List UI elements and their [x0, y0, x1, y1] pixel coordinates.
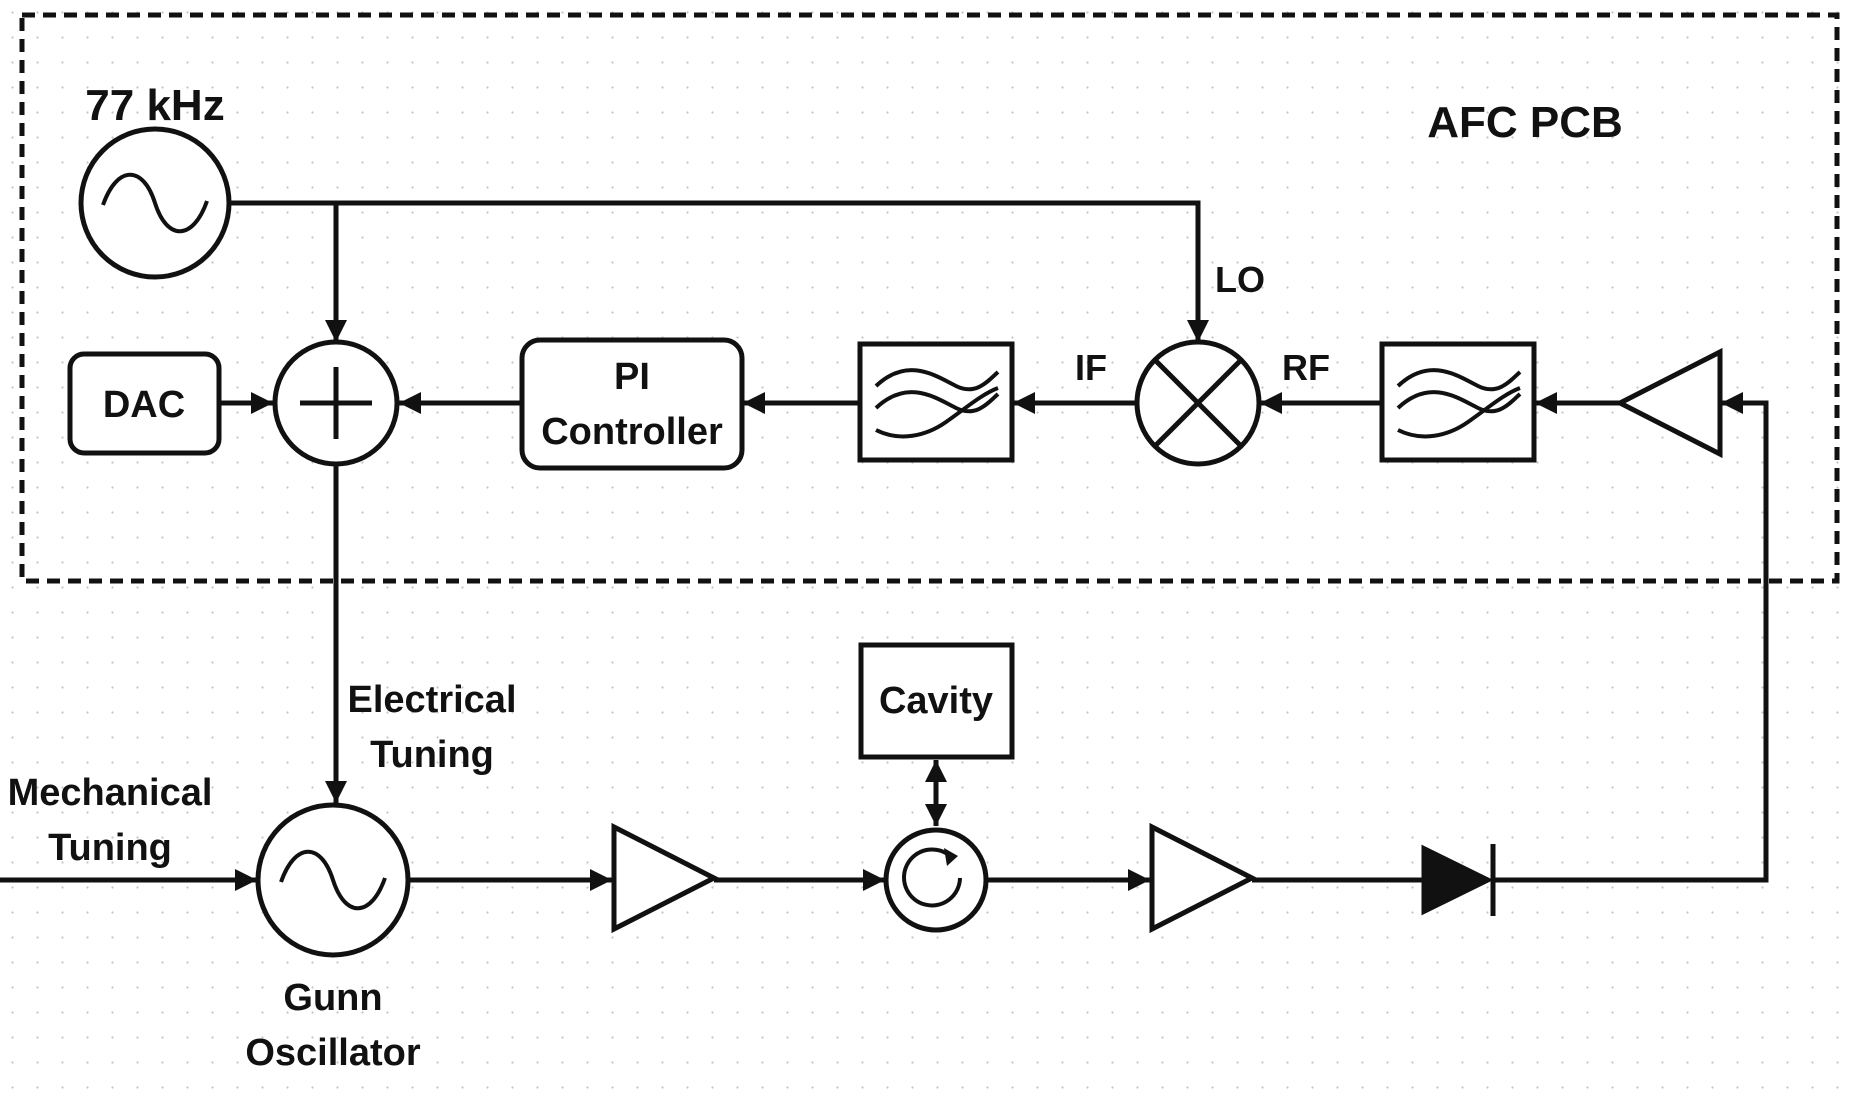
- rf-filter-icon: [1379, 341, 1537, 463]
- if-label: IF: [1075, 347, 1107, 388]
- electrical-tuning-label-line1: Electrical: [348, 679, 517, 721]
- pi-controller-block: PI Controller: [519, 337, 745, 471]
- pcb-label: AFC PCB: [1427, 98, 1623, 147]
- dac-block: DAC: [67, 351, 222, 456]
- cavity-label: Cavity: [879, 680, 993, 722]
- lo-label: LO: [1215, 259, 1265, 300]
- detector-diode-icon: [1421, 844, 1496, 916]
- afc-pcb-boundary: [19, 12, 1840, 584]
- electrical-tuning-label-line2: Tuning: [370, 734, 494, 776]
- rf-label: RF: [1282, 347, 1330, 388]
- ref-oscillator-icon: [78, 126, 232, 280]
- if-filter-icon: [857, 341, 1015, 463]
- gunn-oscillator-icon: [255, 802, 411, 958]
- ref-oscillator-label: 77 kHz: [85, 81, 224, 130]
- afc-amplifier-icon: [1614, 347, 1723, 459]
- mechanical-tuning-label-line1: Mechanical: [8, 772, 213, 814]
- pi-controller-label-line2: Controller: [541, 411, 723, 453]
- circulator-icon: [883, 827, 989, 933]
- amplifier-1-icon: [611, 822, 720, 934]
- dac-label: DAC: [103, 384, 185, 426]
- summer-icon: [272, 339, 400, 467]
- mechanical-tuning-label-line2: Tuning: [48, 827, 172, 869]
- ref-to-lo-wire: [229, 200, 1210, 342]
- gunn-label-line2: Oscillator: [245, 1032, 420, 1074]
- cavity-block: Cavity: [858, 642, 1015, 760]
- detector-feedback-wire: [1493, 391, 1769, 883]
- amplifier-2-icon: [1149, 822, 1258, 934]
- pi-controller-label-line1: PI: [614, 356, 650, 398]
- gunn-label-line1: Gunn: [283, 977, 382, 1019]
- mixer-icon: [1134, 339, 1262, 467]
